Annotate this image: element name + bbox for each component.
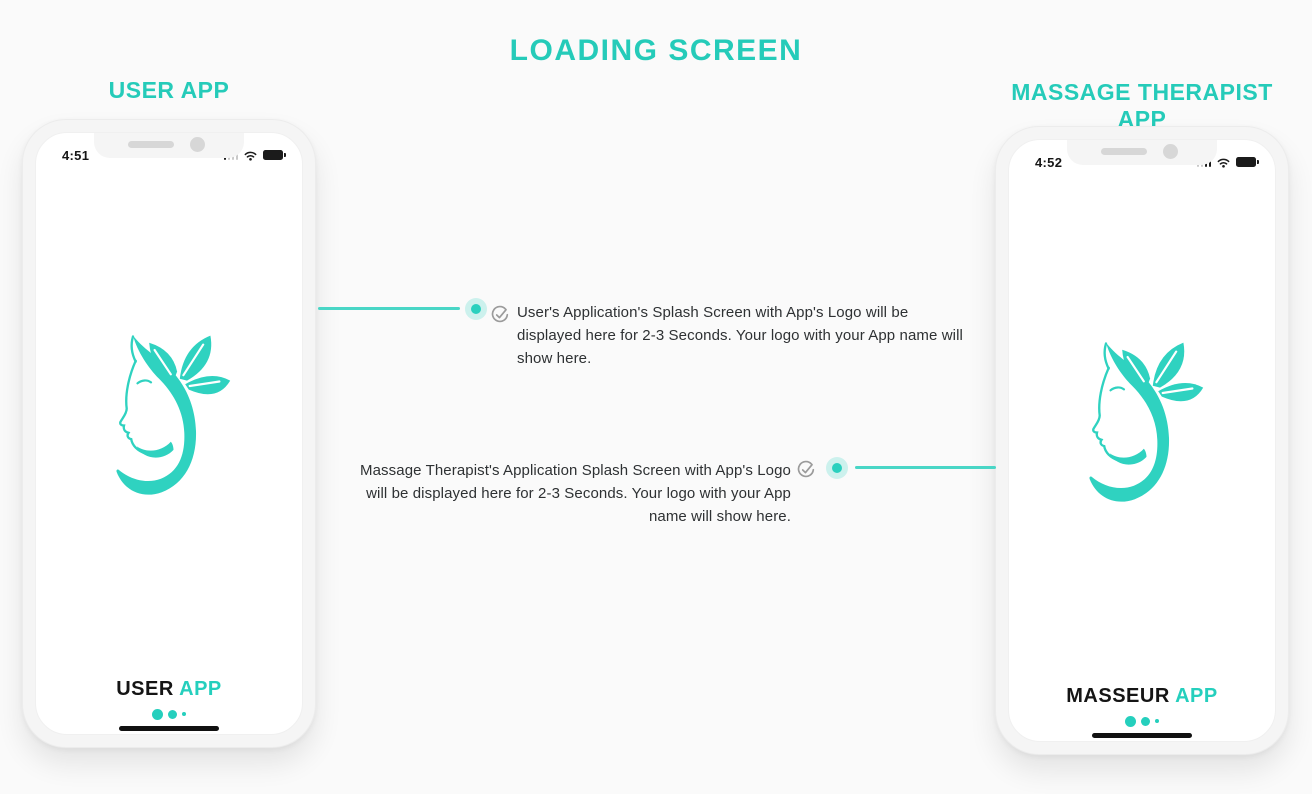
annotation-masseur-app: Massage Therapist's Application Splash S… <box>360 462 791 525</box>
connector-line-masseur <box>855 466 996 469</box>
check-circle-icon <box>491 305 509 323</box>
wifi-icon <box>244 151 257 161</box>
app-name-accent: APP <box>179 678 222 700</box>
annotation-marker-dot <box>826 457 848 479</box>
wifi-icon <box>1217 158 1230 168</box>
masseur-app-phone-mockup: 4:52 MASSEUR A <box>995 126 1289 755</box>
battery-icon <box>1236 157 1259 167</box>
splash-app-name: USER APP <box>36 678 302 701</box>
app-name-primary: MASSEUR <box>1066 685 1170 707</box>
speaker-grille <box>128 141 174 148</box>
connector-line-user <box>318 307 460 310</box>
splash-app-name: MASSEUR APP <box>1009 685 1275 708</box>
column-header-user-app: USER APP <box>108 77 230 103</box>
user-app-splash-screen: 4:51 USER APP <box>35 132 303 735</box>
column-header-massage-therapist-app: MASSAGE THERAPIST APP <box>1011 79 1273 132</box>
app-name-accent: APP <box>1175 685 1218 707</box>
status-time: 4:52 <box>1035 154 1063 170</box>
masseur-app-splash-screen: 4:52 MASSEUR A <box>1008 139 1276 742</box>
front-camera-dot <box>1163 144 1178 159</box>
loading-dots <box>36 708 302 720</box>
notch <box>1067 140 1217 165</box>
annotation-user-app: User's Application's Splash Screen with … <box>517 304 963 367</box>
front-camera-dot <box>190 137 205 152</box>
notch <box>94 133 244 158</box>
battery-icon <box>263 150 286 160</box>
status-time: 4:51 <box>62 147 90 163</box>
user-app-phone-mockup: 4:51 USER APP <box>22 119 316 748</box>
page-title: LOADING SCREEN <box>509 34 803 67</box>
speaker-grille <box>1101 148 1147 155</box>
home-indicator <box>1092 733 1192 738</box>
loading-dots <box>1009 715 1275 727</box>
app-name-primary: USER <box>116 678 174 700</box>
home-indicator <box>119 726 219 731</box>
check-circle-icon <box>797 460 815 478</box>
annotation-marker-dot <box>465 298 487 320</box>
app-logo <box>106 332 232 512</box>
app-logo <box>1079 339 1205 519</box>
